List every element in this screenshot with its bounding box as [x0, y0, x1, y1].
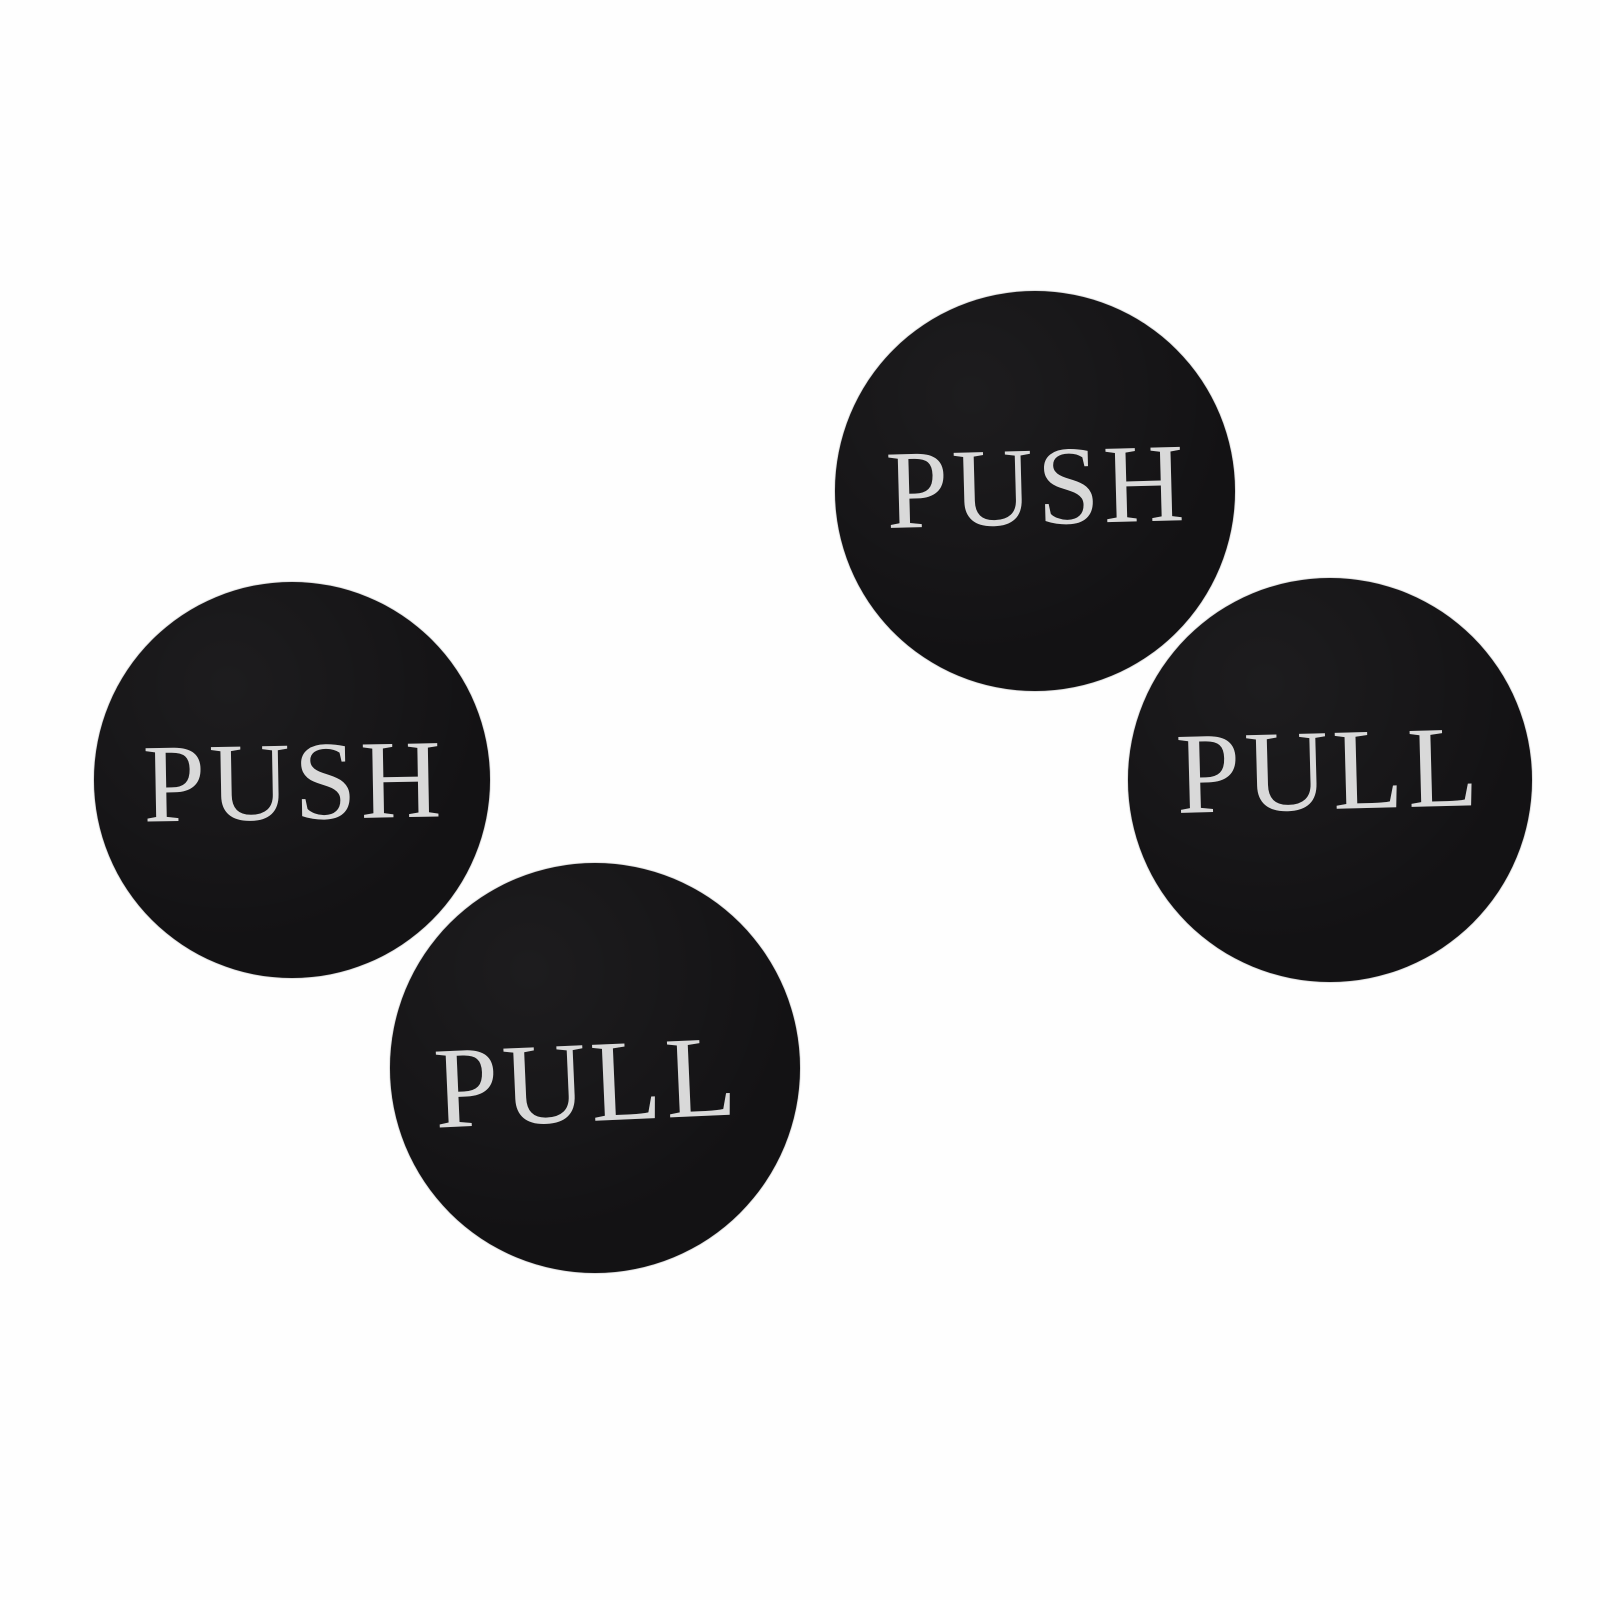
door-sign-push-left[interactable]: PUSH — [94, 582, 490, 978]
door-sign-push-top-right[interactable]: PUSH — [835, 291, 1235, 691]
door-sign-label: PULL — [431, 1012, 743, 1154]
door-sign-label: PULL — [1174, 703, 1484, 839]
door-sign-pull-bottom[interactable]: PULL — [390, 863, 800, 1273]
door-sign-pull-right[interactable]: PULL — [1128, 578, 1532, 982]
door-sign-label: PUSH — [141, 717, 447, 847]
door-sign-label: PUSH — [884, 421, 1190, 553]
